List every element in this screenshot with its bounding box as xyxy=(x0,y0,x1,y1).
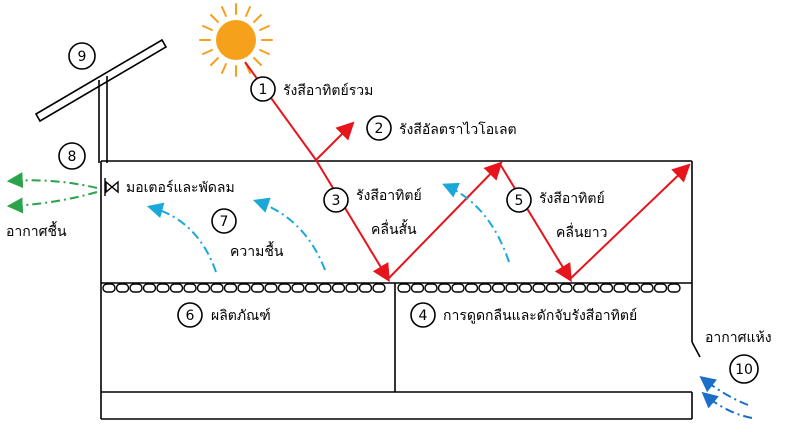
tray-cell xyxy=(358,283,373,293)
shortwave-radiation-arrow xyxy=(315,159,390,283)
dry-air-flows xyxy=(699,376,753,419)
tray-cell xyxy=(424,283,438,293)
tray-cell xyxy=(304,283,319,293)
moisture-flow-2 xyxy=(252,197,326,271)
tray-cell xyxy=(169,283,184,293)
tray-cell xyxy=(291,283,305,293)
number-7: 7 xyxy=(220,214,229,230)
humid-air-flow-1 xyxy=(6,172,98,189)
tray-cell xyxy=(505,283,519,293)
number-circle-5 xyxy=(506,187,532,213)
number-5: 5 xyxy=(515,193,524,209)
reflected-radiation-arrow-1 xyxy=(387,161,503,280)
tray-cell xyxy=(478,283,492,293)
incoming-radiation-arrow xyxy=(244,61,317,161)
tray-cell xyxy=(586,283,600,293)
tray-cell xyxy=(626,283,641,293)
tray-cell xyxy=(102,283,116,293)
sun-icon xyxy=(199,3,273,77)
humid-air-flow-2 xyxy=(6,191,98,214)
label-absorb: การดูดกลืนและดักจับรังสีอาทิตย์ xyxy=(443,307,637,324)
label-humidity: ความชื้น xyxy=(230,241,284,260)
number-circle-1 xyxy=(250,76,276,102)
tray-cell xyxy=(237,283,251,293)
radiation-paths xyxy=(244,61,691,283)
dry-air-flow-2 xyxy=(701,391,753,419)
label-shortwave-line1: รังสีอาทิตย์ xyxy=(356,187,422,204)
number-8: 8 xyxy=(68,149,77,165)
tray-cell xyxy=(518,283,533,293)
tray-cell xyxy=(545,283,560,293)
humid-air-flows xyxy=(6,172,98,214)
number-circle-2 xyxy=(366,115,392,141)
label-product: ผลิตภัณฑ์ xyxy=(211,307,271,324)
label-uv: รังสีอัลตราไวโอเลต xyxy=(399,121,517,138)
tray-cell xyxy=(599,283,614,293)
number-3: 3 xyxy=(332,193,341,209)
number-2: 2 xyxy=(375,121,384,137)
tray-cell xyxy=(250,283,265,293)
number-circle-10 xyxy=(729,354,759,384)
absorber-tray-right xyxy=(397,283,681,293)
tray-cell xyxy=(372,283,386,293)
number-circle-7 xyxy=(211,208,237,234)
label-total-radiation: รังสีอาทิตย์รวม xyxy=(283,82,373,99)
longwave-radiation-arrow xyxy=(499,163,572,283)
tray-cell xyxy=(196,283,211,293)
moisture-flow-3 xyxy=(442,182,510,263)
tray-cell xyxy=(223,283,238,293)
product-tray-left xyxy=(102,283,386,293)
reflected-radiation-arrow-2 xyxy=(569,163,691,280)
number-6: 6 xyxy=(186,308,195,324)
tray-cell xyxy=(491,283,506,293)
label-longwave-line2: คลื่นยาว xyxy=(556,223,607,241)
number-circle-8 xyxy=(58,142,86,170)
tray-cell xyxy=(277,283,292,293)
number-circle-4 xyxy=(410,302,436,328)
solar-panel xyxy=(34,38,168,163)
fan-icon xyxy=(104,178,119,196)
tray-cell xyxy=(667,283,681,293)
moisture-flow-1 xyxy=(146,202,217,273)
number-circle-3 xyxy=(323,187,349,213)
tray-cell xyxy=(115,283,130,293)
tray-cell xyxy=(142,283,157,293)
number-circle-6 xyxy=(177,302,203,328)
label-shortwave-line2: คลื่นสั้น xyxy=(371,219,417,238)
number-circle-9 xyxy=(68,42,96,70)
tray-cell xyxy=(559,283,573,293)
tray-cell xyxy=(331,283,346,293)
label-dry-air: อากาศแห้ง xyxy=(705,330,772,346)
number-10: 10 xyxy=(735,362,753,378)
moisture-flows xyxy=(146,182,510,273)
tray-cell xyxy=(410,283,425,293)
tray-cell xyxy=(345,283,359,293)
uv-reflection-arrow xyxy=(315,121,355,161)
tray-cell xyxy=(653,283,668,293)
tray-cell xyxy=(640,283,654,293)
tray-cell xyxy=(572,283,587,293)
label-motor-fan: มอเตอร์และพัดลม xyxy=(126,179,235,196)
tray-cell xyxy=(318,283,332,293)
dry-air-flow-1 xyxy=(699,376,749,406)
number-9: 9 xyxy=(78,49,87,65)
label-humid-air: อากาศชื้น xyxy=(6,221,67,240)
tray-cell xyxy=(613,283,627,293)
tray-cell xyxy=(451,283,465,293)
number-1: 1 xyxy=(259,82,268,98)
tray-cell xyxy=(532,283,546,293)
tray-cell xyxy=(156,283,170,293)
tray-cell xyxy=(210,283,224,293)
tray-cell xyxy=(264,283,278,293)
dryer-structure xyxy=(100,160,701,420)
tray-cell xyxy=(397,283,411,293)
label-longwave-line1: รังสีอาทิตย์ xyxy=(539,190,605,207)
tray-cell xyxy=(464,283,479,293)
number-4: 4 xyxy=(419,308,428,324)
tray-cell xyxy=(437,283,452,293)
tray-cell xyxy=(183,283,197,293)
tray-cell xyxy=(129,283,143,293)
